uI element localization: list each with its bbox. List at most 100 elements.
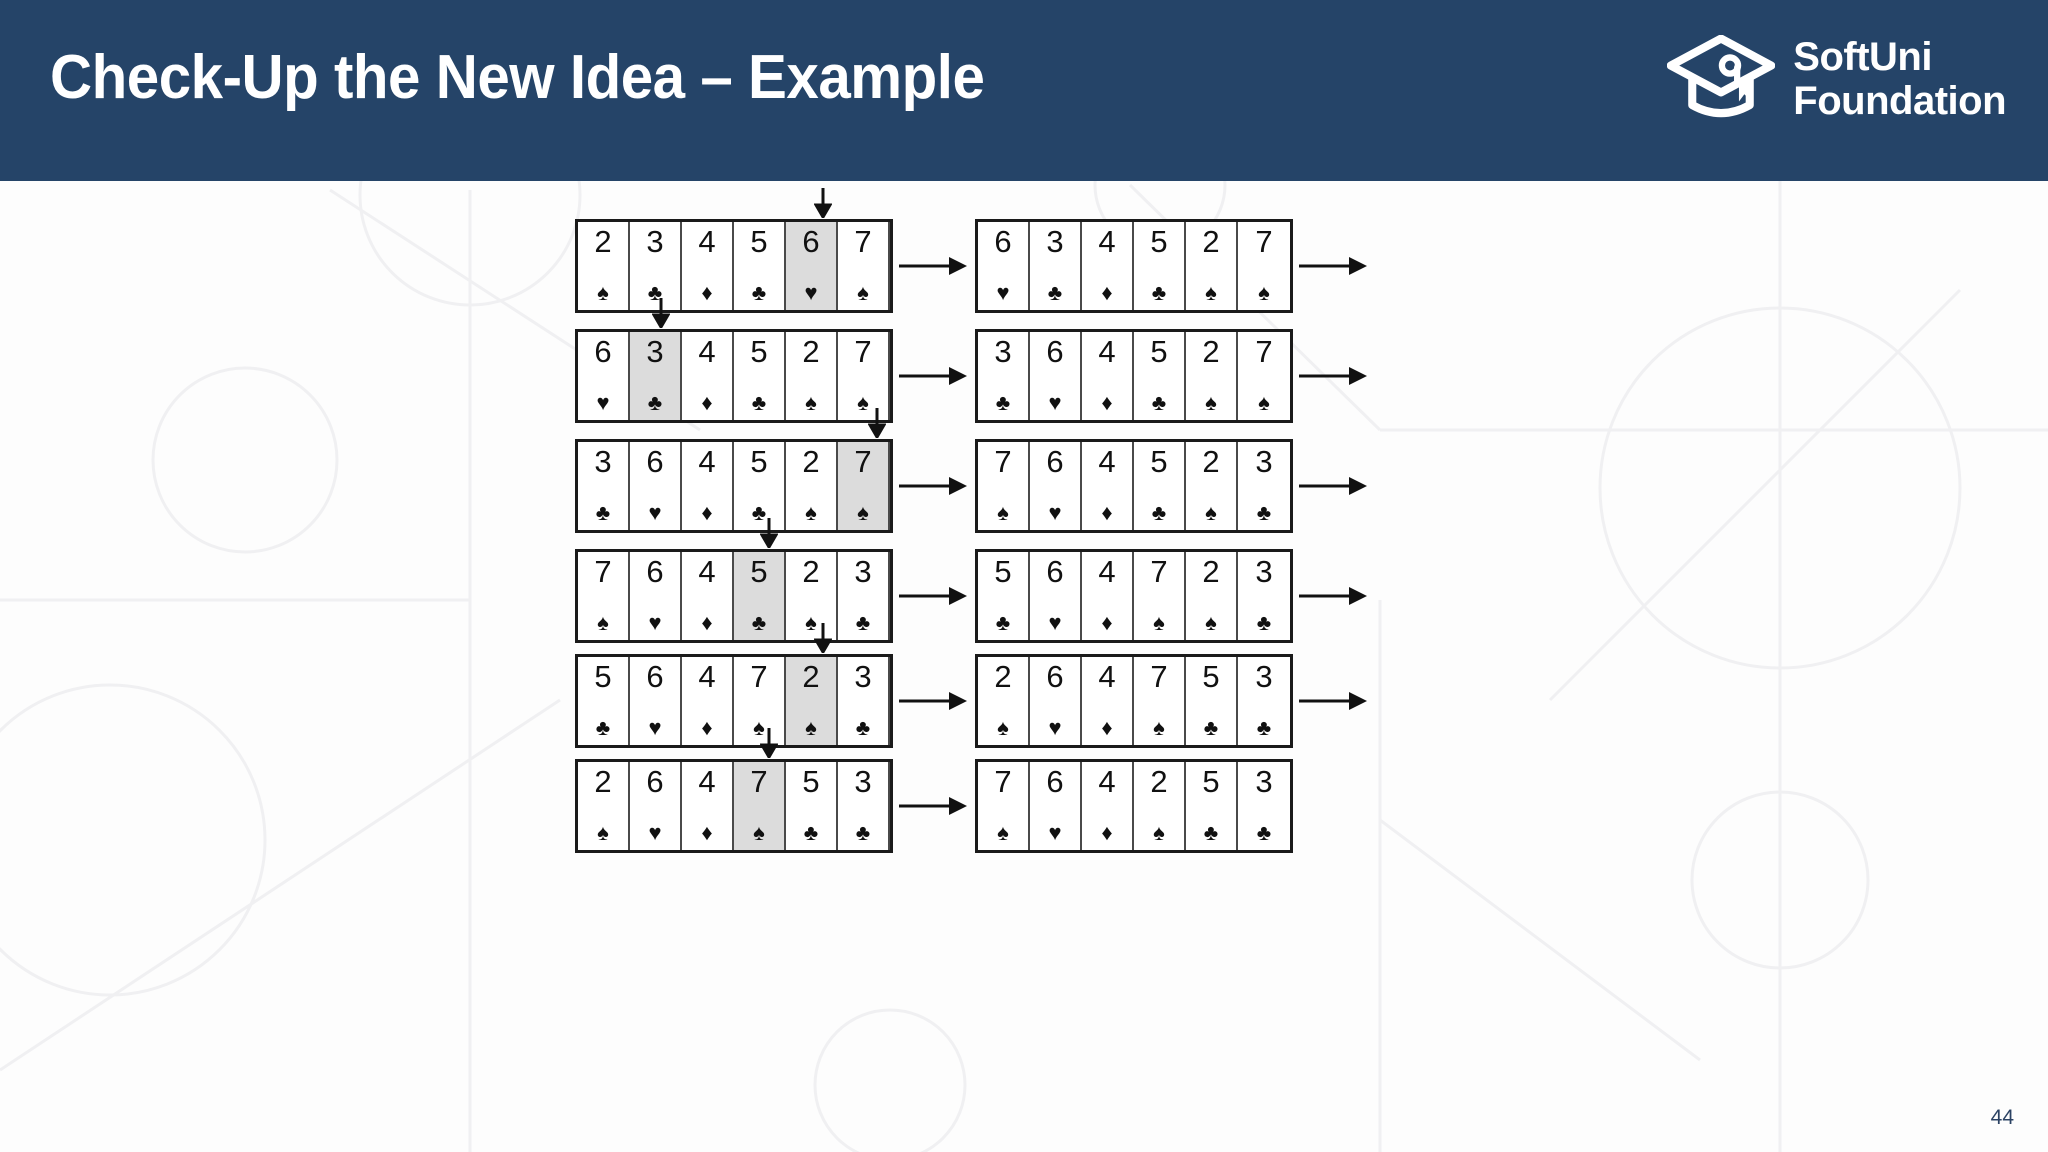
- card-suit-icon: ♠: [597, 820, 609, 845]
- slide-header-bar: Check-Up the New Idea – Example SoftUni …: [0, 0, 2048, 181]
- card-cell: 7♠: [1238, 222, 1290, 310]
- card-rank: 2: [802, 334, 820, 369]
- card-suit-icon: ♣: [1151, 500, 1167, 525]
- card-suit-icon: ♥: [648, 715, 662, 740]
- card-cell: 2♠: [1186, 552, 1238, 640]
- card-rank: 6: [1046, 764, 1064, 799]
- card-group-before: 5♣6♥4♦7♠2♠3♣: [575, 623, 893, 748]
- card-suit-icon: ♠: [805, 715, 817, 740]
- card-suit-icon: ♦: [701, 280, 713, 305]
- card-rank: 5: [750, 444, 768, 479]
- card-rank: 2: [1150, 764, 1168, 799]
- card-rank: 7: [1150, 659, 1168, 694]
- card-suit-icon: ♣: [855, 715, 871, 740]
- down-arrow-icon: [760, 518, 778, 548]
- card-cell: 2♠: [786, 332, 838, 420]
- card-rank: 6: [802, 224, 820, 259]
- card-rank: 3: [854, 659, 872, 694]
- card-rank: 3: [854, 554, 872, 589]
- pass-row: 7♠6♥4♦5♣2♠3♣5♣6♥4♦7♠2♠3♣: [575, 518, 1375, 643]
- card-suit-icon: ♥: [596, 390, 610, 415]
- card-rank: 5: [594, 659, 612, 694]
- card-rank: 4: [698, 224, 716, 259]
- card-rank: 2: [1202, 224, 1220, 259]
- card-suit-icon: ♣: [1047, 280, 1063, 305]
- brand-line-softuni: SoftUni: [1793, 35, 1932, 79]
- card-rank: 2: [1202, 444, 1220, 479]
- card-suit-icon: ♠: [597, 610, 609, 635]
- card-suit-icon: ♣: [995, 390, 1011, 415]
- card-cell: 3♣: [1238, 657, 1290, 745]
- card-rank: 5: [1202, 659, 1220, 694]
- card-rank: 4: [698, 444, 716, 479]
- card-suit-icon: ♥: [1048, 500, 1062, 525]
- right-arrow-icon: [1299, 587, 1367, 605]
- card-cell: 4♦: [1082, 762, 1134, 850]
- right-arrow-icon: [899, 692, 967, 710]
- card-group-after: 2♠6♥4♦7♠5♣3♣: [975, 654, 1293, 748]
- card-suit-icon: ♣: [1151, 280, 1167, 305]
- card-cell: 5♣: [734, 222, 786, 310]
- graduation-cap-icon: [1667, 35, 1776, 118]
- card-rank: 6: [646, 659, 664, 694]
- card-cell: 3♣: [838, 762, 890, 850]
- card-cell: 4♦: [1082, 442, 1134, 530]
- card-suit-icon: ♠: [1205, 610, 1217, 635]
- pass-row: 5♣6♥4♦7♠2♠3♣2♠6♥4♦7♠5♣3♣: [575, 623, 1375, 748]
- page-number: 44: [1990, 1106, 2014, 1129]
- card-rank: 7: [750, 764, 768, 799]
- card-group-before: 7♠6♥4♦5♣2♠3♣: [575, 518, 893, 643]
- card-cell: 7♠: [1134, 657, 1186, 745]
- card-rank: 2: [994, 659, 1012, 694]
- card-suit-icon: ♣: [855, 820, 871, 845]
- card-suit-icon: ♦: [701, 390, 713, 415]
- card-suit-icon: ♦: [701, 500, 713, 525]
- card-suit-icon: ♠: [1205, 280, 1217, 305]
- card-suit-icon: ♦: [701, 715, 713, 740]
- card-group-after: 6♥3♣4♦5♣2♠7♠: [975, 219, 1293, 313]
- card-rank: 3: [594, 444, 612, 479]
- card-suit-icon: ♥: [648, 500, 662, 525]
- card-cell: 6♥: [1030, 332, 1082, 420]
- card-suit-icon: ♣: [1256, 820, 1272, 845]
- next-pass-arrow: [1293, 583, 1375, 609]
- card-rank: 4: [698, 554, 716, 589]
- card-rank: 5: [750, 554, 768, 589]
- pass-row: 2♠3♣4♦5♣6♥7♠6♥3♣4♦5♣2♠7♠: [575, 188, 1375, 313]
- card-group-before: 6♥3♣4♦5♣2♠7♠: [575, 298, 893, 423]
- right-arrow-icon: [1299, 692, 1367, 710]
- card-suit-icon: ♠: [857, 500, 869, 525]
- card-cell: 3♣: [630, 332, 682, 420]
- card-suit-icon: ♣: [751, 390, 767, 415]
- card-suit-icon: ♠: [997, 715, 1009, 740]
- card-group-before: 2♠3♣4♦5♣6♥7♠: [575, 188, 893, 313]
- card-cell: 7♠: [838, 332, 890, 420]
- card-suit-icon: ♠: [1205, 500, 1217, 525]
- card-rank: 4: [1098, 444, 1116, 479]
- card-cell: 6♥: [786, 222, 838, 310]
- card-cell: 7♠: [978, 442, 1030, 530]
- card-cell: 4♦: [682, 222, 734, 310]
- card-rank: 6: [594, 334, 612, 369]
- card-rank: 5: [1202, 764, 1220, 799]
- card-suit-icon: ♣: [1256, 500, 1272, 525]
- card-cell: 3♣: [838, 552, 890, 640]
- card-cell: 5♣: [578, 657, 630, 745]
- card-group-after: 7♠6♥4♦5♣2♠3♣: [975, 439, 1293, 533]
- card-rank: 2: [1202, 554, 1220, 589]
- card-rank: 3: [646, 334, 664, 369]
- card-suit-icon: ♣: [995, 610, 1011, 635]
- card-cell: 6♥: [1030, 552, 1082, 640]
- card-cell: 2♠: [786, 657, 838, 745]
- swap-arrow: [893, 793, 975, 819]
- right-arrow-icon: [1299, 367, 1367, 385]
- card-rank: 5: [994, 554, 1012, 589]
- card-rank: 6: [1046, 334, 1064, 369]
- brand-logo: SoftUni Foundation: [1667, 32, 2006, 126]
- card-suit-icon: ♠: [805, 390, 817, 415]
- card-rank: 5: [750, 224, 768, 259]
- card-cell: 3♣: [1030, 222, 1082, 310]
- card-suit-icon: ♣: [1256, 715, 1272, 740]
- card-group-after: 7♠6♥4♦2♠5♣3♣: [975, 759, 1293, 853]
- card-rank: 5: [1150, 334, 1168, 369]
